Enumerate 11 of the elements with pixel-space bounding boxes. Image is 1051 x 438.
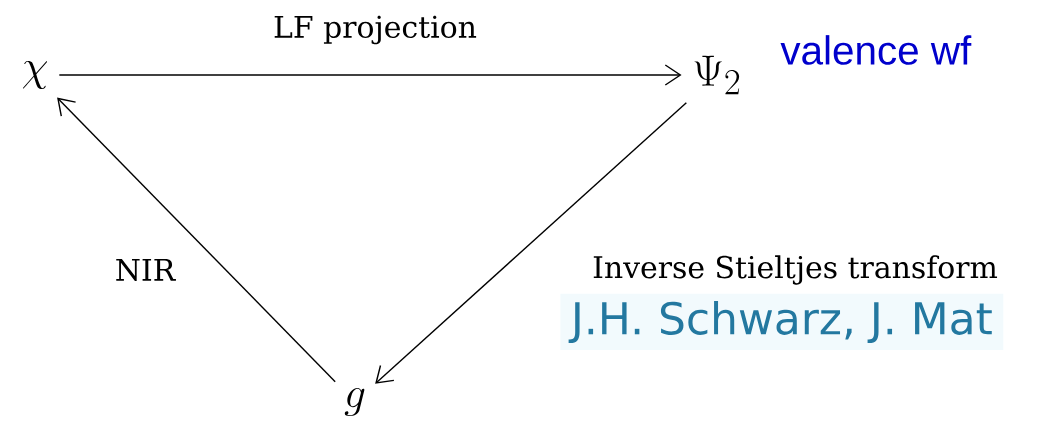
math-symbol: $g$ (344, 387, 365, 417)
edge-label: Inverse Stieltjes transform (590, 253, 1000, 287)
math-symbol: $\chi$ (22, 60, 48, 90)
math-symbol: $\Psi_2$ (694, 55, 740, 95)
arrow (57, 97, 336, 383)
edge-label: NIR (113, 257, 177, 283)
edge-label: LF projection (271, 13, 479, 47)
annotation-text: valence wf (780, 35, 972, 65)
arrow (58, 64, 682, 86)
citation-text: J.H. Schwarz, J. Mat (560, 293, 1004, 351)
arrow (375, 102, 688, 384)
